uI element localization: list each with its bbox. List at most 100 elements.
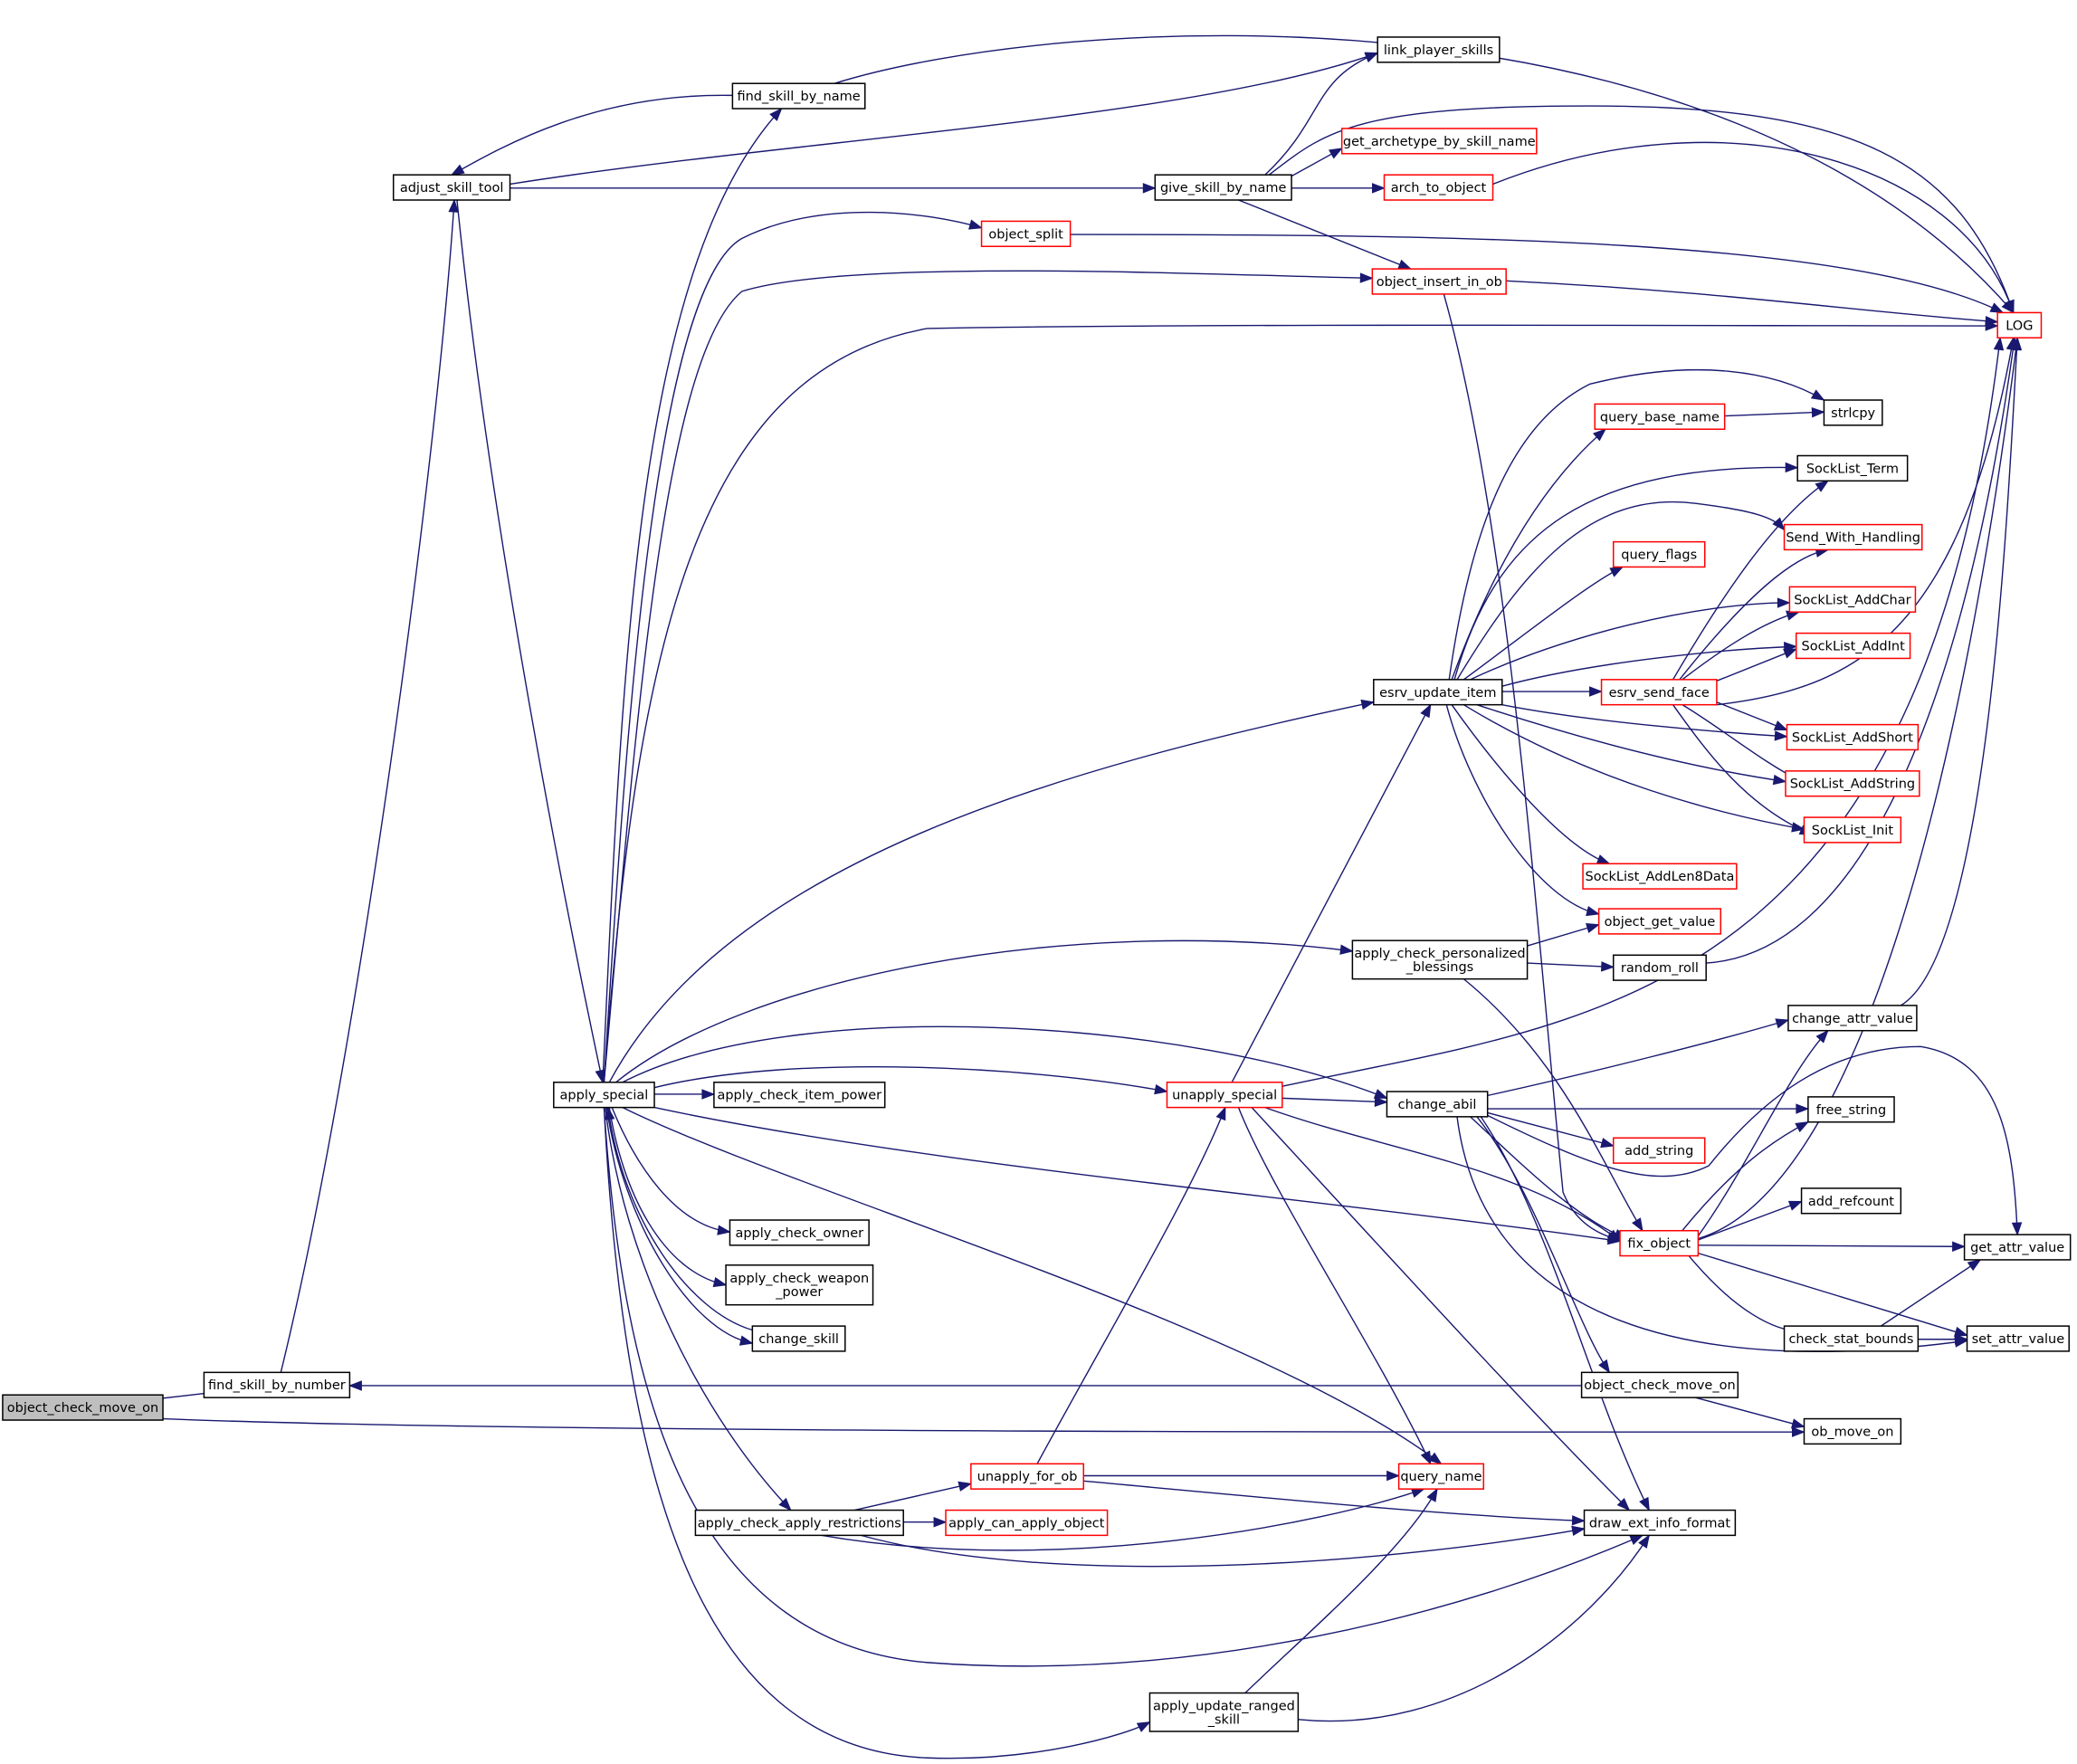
node-unapply-special[interactable]: unapply_special [1166, 1082, 1283, 1109]
node-box[interactable] [1788, 586, 1917, 613]
node-box[interactable] [553, 1082, 655, 1109]
node-esrv-update-item[interactable]: esrv_update_item [1373, 679, 1503, 706]
node-box[interactable] [1783, 523, 1923, 551]
node-box[interactable] [1351, 939, 1529, 980]
node-box[interactable] [1166, 1082, 1283, 1109]
node-box[interactable] [1154, 174, 1292, 201]
node-box[interactable] [731, 82, 866, 110]
node-ob-move-on[interactable]: ob_move_on [1803, 1417, 1902, 1445]
node-box[interactable] [1800, 1187, 1902, 1215]
node-add-refcount[interactable]: add_refcount [1800, 1187, 1902, 1215]
node-apply-update-ranged-skill[interactable]: apply_update_ranged_skill [1148, 1692, 1300, 1732]
node-esrv-send-face[interactable]: esrv_send_face [1600, 679, 1718, 706]
node-apply-can-apply-object[interactable]: apply_can_apply_object [945, 1509, 1109, 1537]
node-object-check-move-on[interactable]: object_check_move_on [1580, 1371, 1739, 1398]
node-box[interactable] [1787, 1005, 1918, 1032]
node-unapply-for-ob[interactable]: unapply_for_ob [970, 1463, 1085, 1490]
node-apply-check-apply-restrictions[interactable]: apply_check_apply_restrictions [694, 1509, 904, 1537]
node-LOG[interactable]: LOG [1996, 311, 2043, 338]
node-box[interactable] [1807, 1096, 1895, 1123]
node-arch-to-object[interactable]: arch_to_object [1383, 174, 1494, 201]
node-box[interactable] [1373, 679, 1503, 706]
node-adjust-skill-tool[interactable]: adjust_skill_tool [392, 174, 511, 201]
node-box[interactable] [2, 1394, 164, 1421]
node-box[interactable] [1786, 723, 1920, 751]
node-box[interactable] [1386, 1091, 1489, 1118]
node-strlcpy[interactable]: strlcpy [1823, 399, 1883, 426]
node-SockList-AddLen8Data[interactable]: SockList_AddLen8Data [1582, 863, 1738, 890]
node-SockList-AddString[interactable]: SockList_AddString [1785, 770, 1920, 797]
node-get-archetype-by-skill-name[interactable]: get_archetype_by_skill_name [1340, 128, 1538, 155]
node-set-attr-value[interactable]: set_attr_value [1966, 1325, 2070, 1352]
node-box[interactable] [1996, 311, 2043, 338]
node-box[interactable] [1803, 1417, 1902, 1445]
node-SockList-AddChar[interactable]: SockList_AddChar [1788, 586, 1917, 613]
node-box[interactable] [1619, 1229, 1700, 1257]
node-SockList-AddShort[interactable]: SockList_AddShort [1786, 723, 1920, 751]
node-box[interactable] [1583, 1509, 1737, 1537]
node-link-player-skills[interactable]: link_player_skills [1377, 36, 1501, 63]
node-box[interactable] [729, 1219, 870, 1246]
node-box[interactable] [1340, 128, 1538, 155]
node-change-abil[interactable]: change_abil [1386, 1091, 1489, 1118]
node-box[interactable] [1785, 770, 1920, 797]
node-object-insert-in-ob[interactable]: object_insert_in_ob [1371, 268, 1507, 295]
node-box[interactable] [980, 220, 1072, 247]
node-apply-check-owner[interactable]: apply_check_owner [729, 1219, 870, 1246]
node-box[interactable] [1612, 954, 1707, 981]
node-fix-object[interactable]: fix_object [1619, 1229, 1700, 1257]
node-box[interactable] [1371, 268, 1507, 295]
node-free-string[interactable]: free_string [1807, 1096, 1895, 1123]
node-box[interactable] [725, 1264, 874, 1306]
node-box[interactable] [1377, 36, 1501, 63]
node-box[interactable] [1796, 454, 1909, 482]
node-box[interactable] [1963, 1234, 2072, 1261]
node-box[interactable] [1600, 679, 1718, 706]
node-box[interactable] [970, 1463, 1085, 1490]
node-apply-check-personalized-blessings[interactable]: apply_check_personalized_blessings [1351, 939, 1529, 980]
node-box[interactable] [392, 174, 511, 201]
node-box[interactable] [1803, 816, 1902, 844]
node-query-name[interactable]: query_name [1397, 1463, 1485, 1490]
node-check-stat-bounds[interactable]: check_stat_bounds [1783, 1325, 1920, 1352]
node-give-skill-by-name[interactable]: give_skill_by_name [1154, 174, 1292, 201]
node-apply-check-item-power[interactable]: apply_check_item_power [713, 1082, 886, 1109]
node-draw-ext-info-format[interactable]: draw_ext_info_format [1583, 1509, 1737, 1537]
node-apply-check-weapon-power[interactable]: apply_check_weapon_power [725, 1264, 874, 1306]
node-box[interactable] [1795, 632, 1911, 660]
node-random-roll[interactable]: random_roll [1612, 954, 1707, 981]
node-SockList-Term[interactable]: SockList_Term [1796, 454, 1909, 482]
node-box[interactable] [1397, 1463, 1485, 1490]
node-add-string[interactable]: add_string [1612, 1137, 1706, 1164]
node-query-flags[interactable]: query_flags [1612, 540, 1706, 568]
node-box[interactable] [1597, 908, 1722, 935]
node-apply-special[interactable]: apply_special [553, 1082, 655, 1109]
node-box[interactable] [203, 1371, 351, 1398]
node-SockList-AddInt[interactable]: SockList_AddInt [1795, 632, 1911, 660]
node-object-get-value[interactable]: object_get_value [1597, 908, 1722, 935]
node-box[interactable] [1580, 1371, 1739, 1398]
node-box[interactable] [713, 1082, 886, 1109]
node-box[interactable] [751, 1325, 846, 1352]
node-find-skill-by-name[interactable]: find_skill_by_name [731, 82, 866, 110]
node-box[interactable] [1783, 1325, 1920, 1352]
node-object-check-move-on-root[interactable]: object_check_move_on [2, 1394, 164, 1421]
node-Send-With-Handling[interactable]: Send_With_Handling [1783, 523, 1923, 551]
node-change-skill[interactable]: change_skill [751, 1325, 846, 1352]
node-change-attr-value[interactable]: change_attr_value [1787, 1005, 1918, 1032]
node-SockList-Init[interactable]: SockList_Init [1803, 816, 1902, 844]
node-box[interactable] [1966, 1325, 2070, 1352]
node-box[interactable] [694, 1509, 904, 1537]
node-get-attr-value[interactable]: get_attr_value [1963, 1234, 2072, 1261]
node-box[interactable] [1612, 540, 1706, 568]
node-query-base-name[interactable]: query_base_name [1594, 403, 1726, 430]
node-box[interactable] [1823, 399, 1883, 426]
node-box[interactable] [1594, 403, 1726, 430]
node-box[interactable] [1148, 1692, 1300, 1732]
node-box[interactable] [1582, 863, 1738, 890]
node-box[interactable] [945, 1509, 1109, 1537]
node-find-skill-by-number[interactable]: find_skill_by_number [203, 1371, 351, 1398]
node-box[interactable] [1612, 1137, 1706, 1164]
node-box[interactable] [1383, 174, 1494, 201]
node-object-split[interactable]: object_split [980, 220, 1072, 247]
